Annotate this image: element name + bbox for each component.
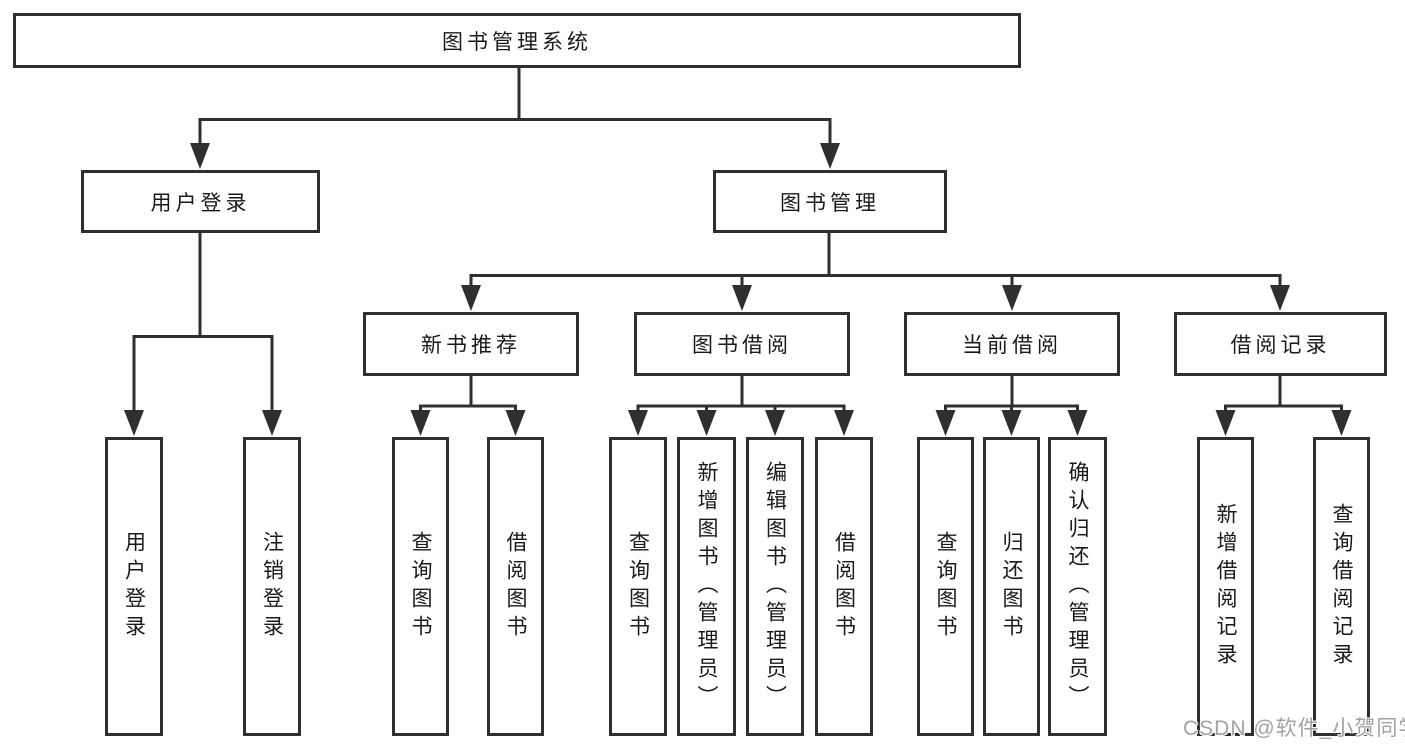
node-label: 借阅记录 [1230,334,1331,357]
csdn-watermark: CSDN @软件_小贺同学 [1183,717,1405,740]
node-label: 归还图书 [1000,530,1023,643]
node-label: 新增图书（管理员） [695,460,718,713]
node-label: 新书推荐 [421,334,521,357]
node-query-books-leaf: 查询图书 [609,437,667,736]
node-library-management-system: 图书管理系统 [13,13,1021,68]
node-label: 查询图书 [626,530,650,643]
node-label: 查询借阅记录 [1330,502,1353,671]
node-new-book-recommendation: 新书推荐 [363,312,579,376]
node-add-book-admin-leaf: 新增图书（管理员） [677,437,736,736]
node-label: 确认归还（管理员） [1066,460,1089,713]
node-current-borrowing: 当前借阅 [904,312,1120,376]
node-logout-leaf: 注销登录 [243,437,301,736]
node-label: 图书管理系统 [442,30,592,54]
node-label: 用户登录 [150,191,251,215]
node-label: 借阅图书 [504,530,527,643]
node-borrow-books-leaf: 借阅图书 [815,437,873,736]
node-edit-book-admin-leaf: 编辑图书（管理员） [746,437,804,736]
node-query-borrow-record-leaf: 查询借阅记录 [1313,437,1370,736]
node-label: 编辑图书（管理员） [763,460,787,713]
node-label: 当前借阅 [962,334,1062,357]
node-label: 借阅图书 [832,530,856,643]
node-label: 图书借阅 [692,334,792,357]
node-return-book-leaf: 归还图书 [983,437,1040,736]
node-user-login-leaf: 用户登录 [105,437,163,736]
node-label: 查询图书 [409,530,432,643]
node-borrow-books-leaf: 借阅图书 [487,437,544,736]
node-label: 新增借阅记录 [1214,502,1237,671]
node-query-books-leaf: 查询图书 [917,437,974,736]
node-add-borrow-record-leaf: 新增借阅记录 [1197,437,1254,736]
node-borrowing-records: 借阅记录 [1174,312,1387,376]
node-book-management: 图书管理 [713,170,947,233]
node-label: 注销登录 [260,530,284,643]
node-query-books-leaf: 查询图书 [392,437,449,736]
node-user-login: 用户登录 [81,170,320,233]
node-confirm-return-admin-leaf: 确认归还（管理员） [1048,437,1107,736]
node-book-borrowing: 图书借阅 [634,312,850,376]
node-label: 用户登录 [122,530,146,643]
node-label: 图书管理 [780,191,880,215]
node-label: 查询图书 [934,530,957,643]
